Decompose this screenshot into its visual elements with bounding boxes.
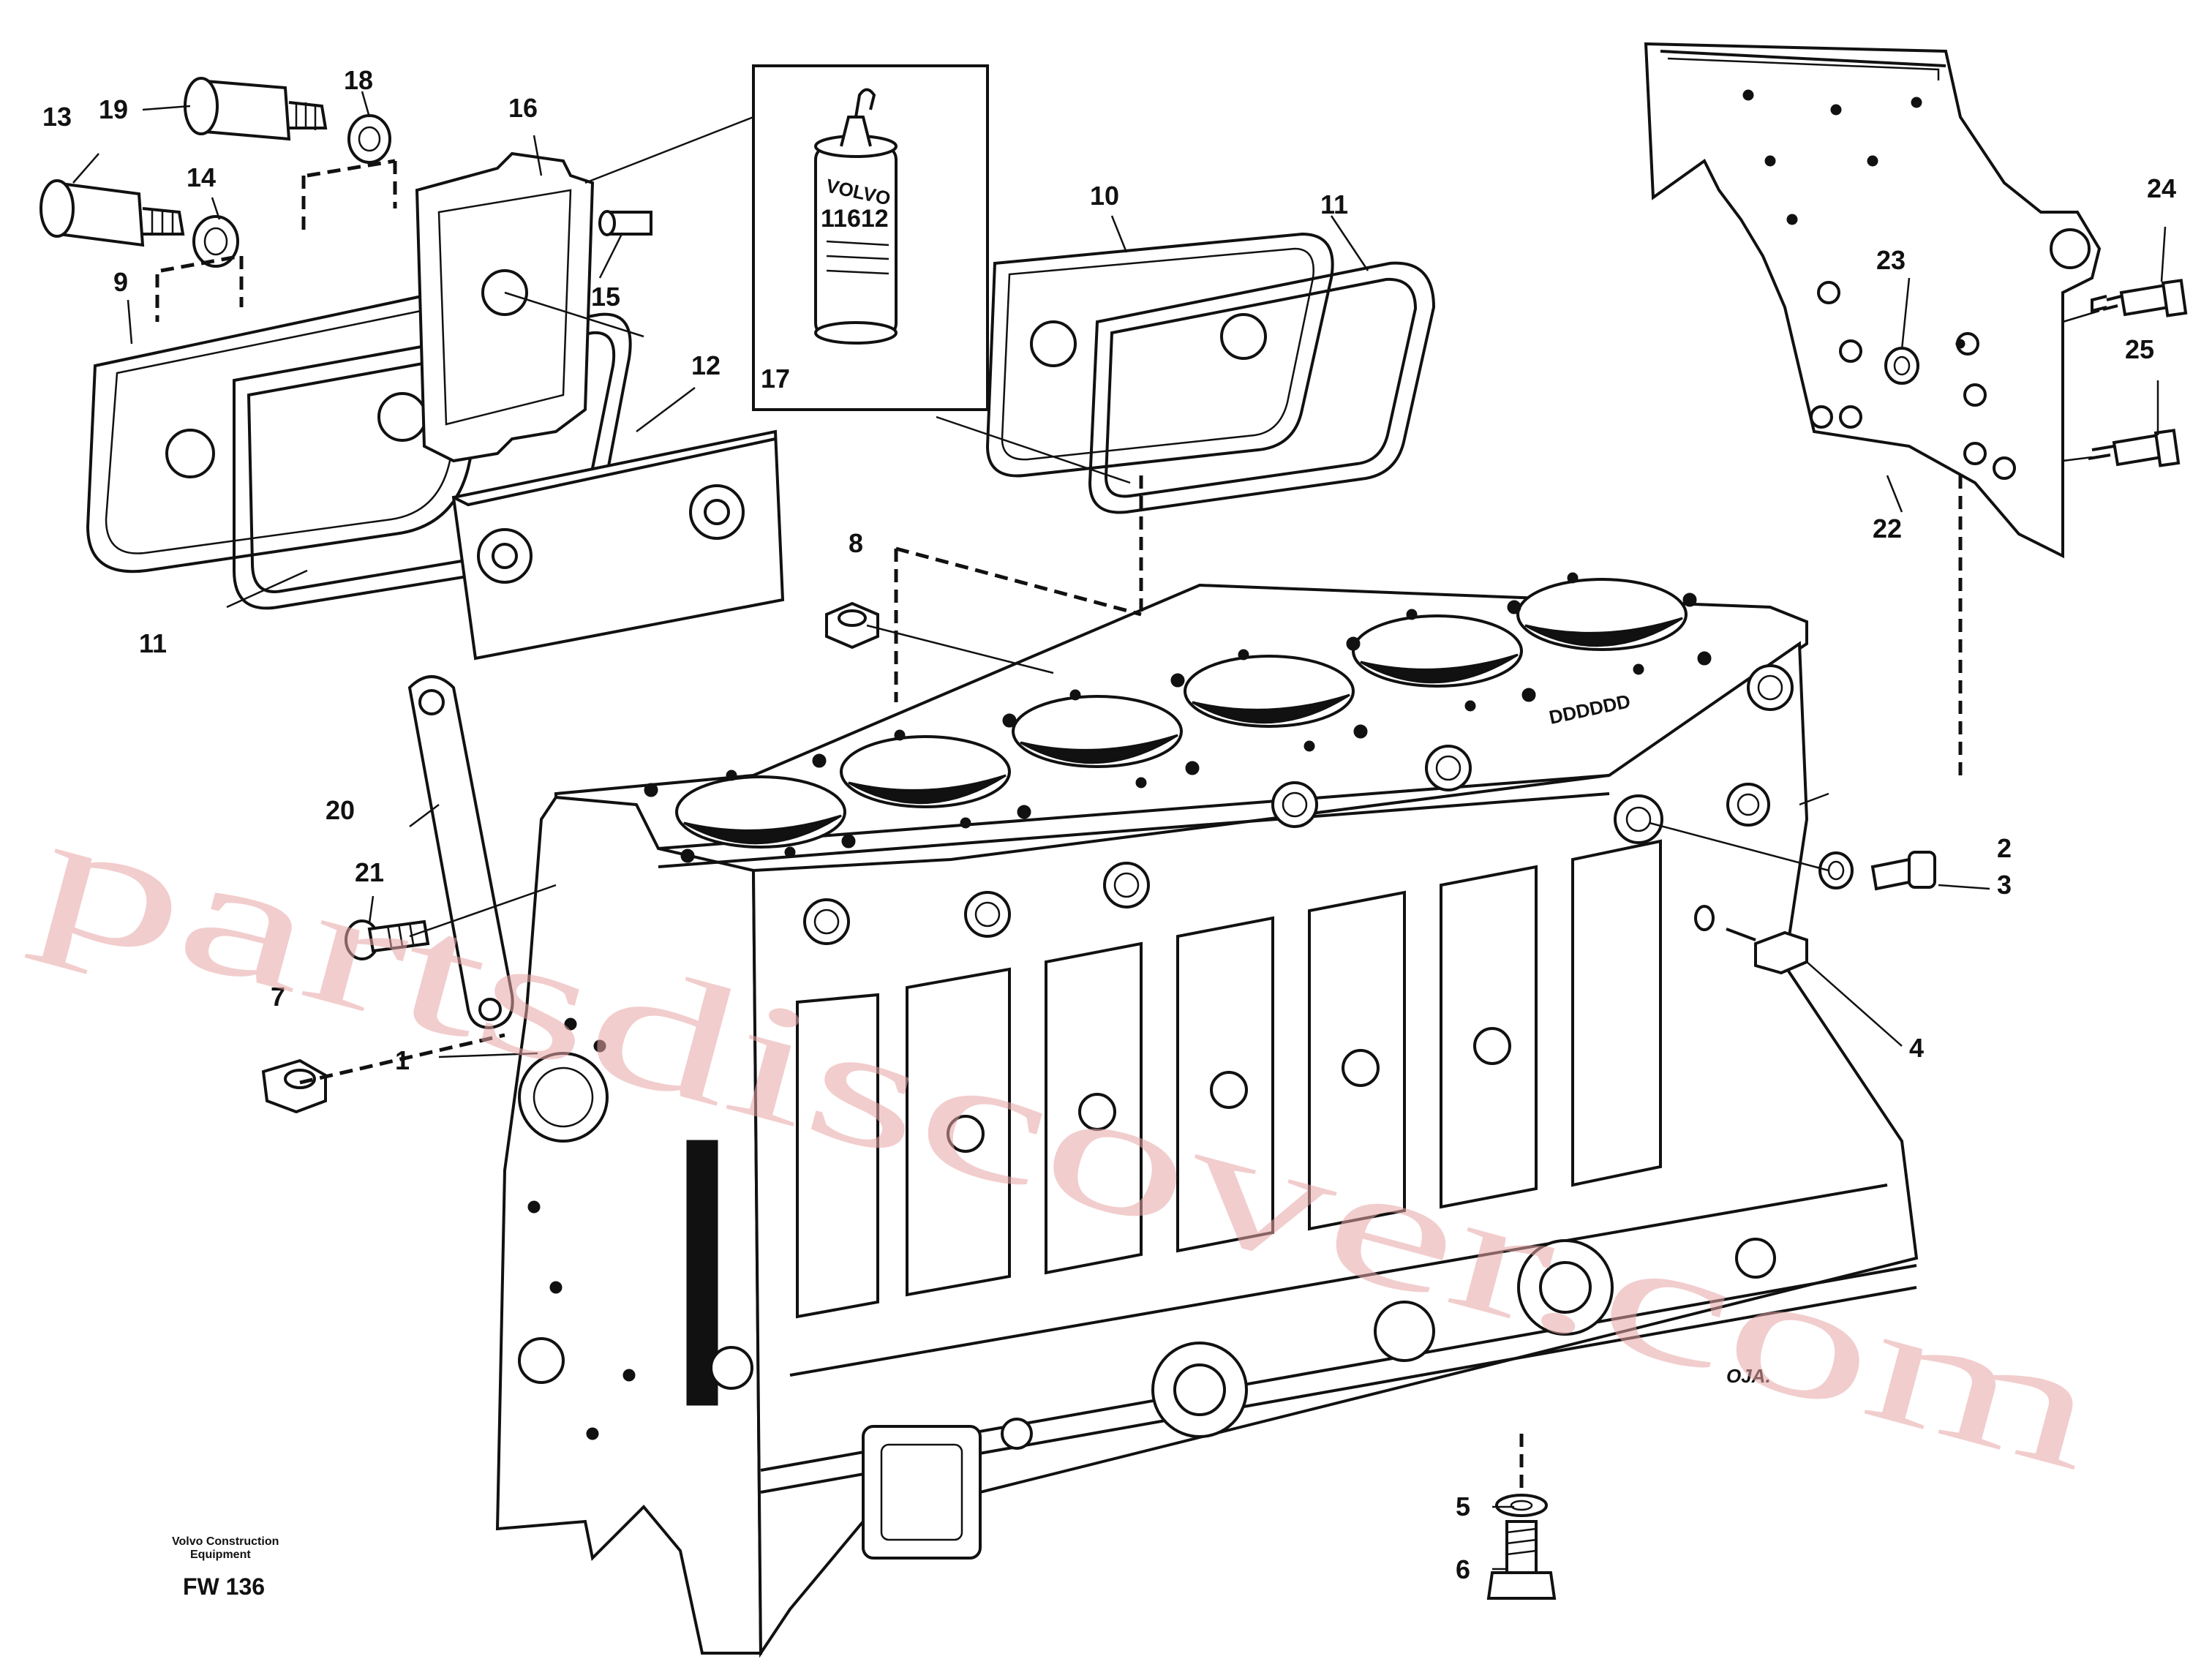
callout-7: 7 — [271, 982, 285, 1012]
rocker-cover-10 — [985, 232, 1334, 478]
bolt-19 — [184, 77, 328, 141]
bolt-13 — [40, 179, 185, 247]
callout-10: 10 — [1090, 181, 1119, 211]
nut-4 — [1694, 905, 1808, 975]
callout-12: 12 — [691, 350, 721, 380]
washer-14 — [192, 215, 239, 268]
washer-2 — [1818, 851, 1854, 889]
screw-21 — [345, 919, 430, 960]
callout-20: 20 — [326, 795, 355, 825]
gasket-11-right — [1088, 261, 1436, 514]
cover-plate-12 — [451, 429, 785, 661]
callout-9: 9 — [113, 267, 128, 297]
assembly-dashed-lines — [155, 159, 1963, 1492]
callout-1: 1 — [395, 1045, 410, 1075]
callout-3: 3 — [1997, 870, 2012, 900]
plug-8 — [825, 601, 879, 650]
rocker-cover-9 — [86, 290, 500, 573]
spacer-23 — [1884, 347, 1919, 385]
callout-23: 23 — [1876, 245, 1906, 275]
callout-18: 18 — [344, 65, 373, 95]
callout-25: 25 — [2125, 334, 2154, 364]
footer: Volvo Construction Equipment FW 136 — [172, 1535, 279, 1600]
callout-5: 5 — [1456, 1491, 1470, 1521]
screw-25 — [2088, 429, 2181, 467]
footer-code: FW 136 — [183, 1573, 265, 1600]
callout-24: 24 — [2147, 173, 2176, 203]
callout-4: 4 — [1909, 1033, 1924, 1063]
tappet-cover-16 — [415, 151, 595, 463]
callout-6: 6 — [1456, 1554, 1470, 1584]
lower-bosses — [862, 1238, 1776, 1560]
callout-17: 17 — [761, 364, 790, 394]
deck-bolt-holes — [644, 572, 1712, 863]
callout-8: 8 — [849, 528, 863, 558]
callout-19: 19 — [99, 94, 128, 124]
lifting-bracket-22 — [1644, 42, 2102, 559]
footer-company-line2: Equipment — [190, 1549, 251, 1561]
crankcase-ribs — [796, 839, 1662, 1319]
brace-20 — [407, 675, 514, 1030]
dowel-15 — [598, 210, 652, 236]
footer-company-line1: Volvo Construction — [172, 1535, 279, 1548]
front-face-features — [518, 1017, 753, 1440]
callout-15: 15 — [591, 282, 620, 312]
artist-mark: OJA. — [1726, 1365, 1771, 1387]
leader-lines — [72, 91, 2167, 1570]
sealant-inset-17: VOLVO 11612 — [752, 64, 989, 411]
callout-14: 14 — [187, 162, 216, 192]
screw-24 — [2091, 279, 2188, 317]
plug-3 — [1870, 851, 1936, 891]
plug-7 — [261, 1058, 327, 1114]
callout-13: 13 — [42, 102, 72, 132]
side-bosses — [803, 664, 1794, 945]
callout-11-right: 11 — [1320, 189, 1348, 219]
callout-21: 21 — [355, 857, 384, 887]
callout-22: 22 — [1873, 514, 1902, 543]
plug-6 — [1486, 1520, 1557, 1600]
callout-16: 16 — [508, 93, 538, 123]
callout-11-left: 11 — [139, 628, 167, 658]
bottle-number: 11612 — [821, 205, 889, 233]
cylinder-bores — [675, 578, 1688, 849]
washer-5 — [1495, 1494, 1548, 1517]
callouts: 1 2 3 4 5 6 7 8 9 10 11 11 12 13 14 15 1… — [42, 65, 2176, 1584]
callout-2: 2 — [1997, 833, 2012, 863]
washer-18 — [347, 114, 391, 164]
engine-block: DDDDDD OJA. — [495, 572, 1919, 1658]
